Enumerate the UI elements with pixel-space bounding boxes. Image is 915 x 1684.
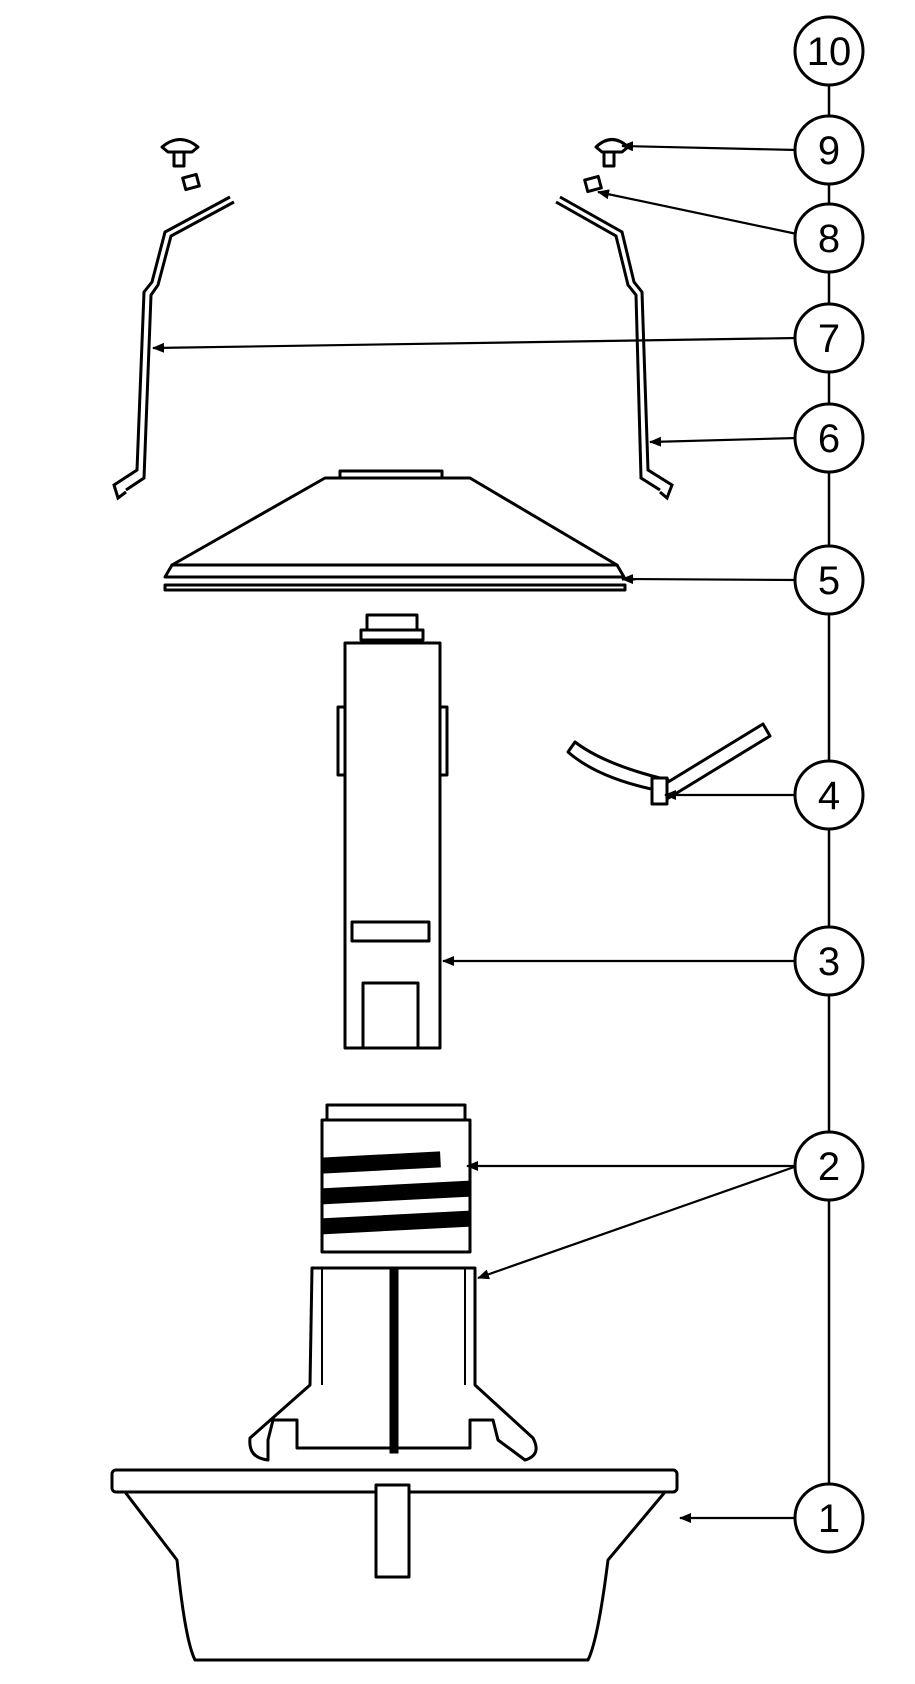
callout-1-label: 1: [818, 1497, 840, 1541]
callout-9: 9: [793, 114, 865, 186]
callout-3-label: 3: [818, 940, 840, 984]
callout-7-label: 7: [818, 317, 840, 361]
part-9-screw-right: [594, 138, 630, 168]
callout-5-label: 5: [818, 559, 840, 603]
callout-9-label: 9: [818, 129, 840, 173]
callout-1: 1: [793, 1482, 865, 1554]
leader-9: [621, 141, 798, 152]
leader-6: [649, 436, 798, 447]
leader-7: [152, 336, 798, 353]
part-3-center-tube: [336, 613, 449, 1050]
callout-7: 7: [793, 302, 865, 374]
callout-8-label: 8: [818, 217, 840, 261]
callout-10: 10: [793, 15, 865, 87]
part-8-nut-left: [181, 172, 201, 192]
leader-5: [621, 574, 798, 585]
part-5-shade-cover: [163, 469, 627, 592]
part-2-spring-cartridge: [320, 1103, 472, 1254]
leader-8: [597, 189, 798, 236]
callout-2-label: 2: [818, 1145, 840, 1189]
part-2-socket-base: [248, 1266, 538, 1462]
callout-3: 3: [793, 925, 865, 997]
callout-5: 5: [793, 544, 865, 616]
part-7-hanger-bracket-left: [112, 195, 235, 501]
part-4-lever-clip: [566, 722, 772, 806]
callout-2: 2: [793, 1130, 865, 1202]
part-8-nut-right: [583, 174, 603, 194]
callout-4-label: 4: [818, 774, 840, 818]
callout-8: 8: [793, 202, 865, 274]
leader-2b: [477, 1164, 798, 1280]
part-1-base-bowl: [110, 1468, 679, 1662]
callout-10-label: 10: [807, 30, 852, 74]
callout-6-label: 6: [818, 417, 840, 461]
callout-4: 4: [793, 759, 865, 831]
callout-6: 6: [793, 402, 865, 474]
part-9-screw-left: [160, 138, 200, 168]
part-6-hanger-bracket-right: [555, 195, 674, 501]
